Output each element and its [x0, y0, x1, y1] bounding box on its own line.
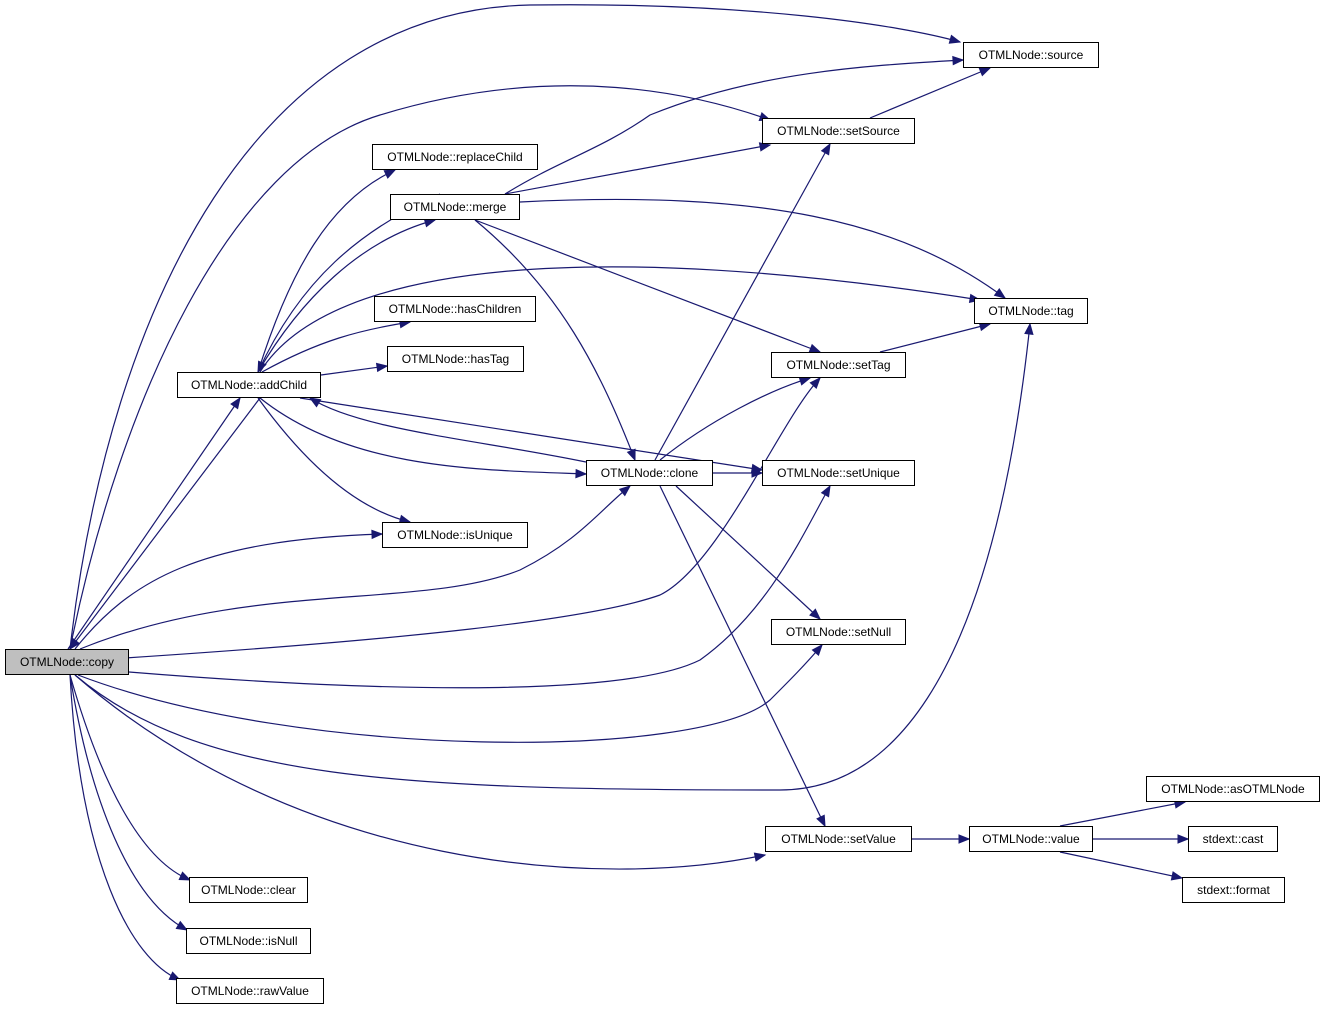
edge-copy-to-clone — [79, 485, 631, 650]
arrowhead-addChild-to-replaceChild — [383, 169, 397, 179]
arrowhead-merge-to-tag — [993, 287, 1007, 299]
arrowhead-setSource-to-source — [978, 67, 992, 77]
arrowhead-clone-to-setSource — [820, 142, 831, 156]
arrowhead-addChild-to-merge — [423, 218, 437, 228]
arrowhead-copy-to-source — [948, 34, 962, 44]
arrowhead-copy-to-setValue — [753, 852, 767, 862]
arrowhead-copy-to-setTag — [809, 376, 821, 389]
node-replaceChild[interactable]: OTMLNode::replaceChild — [372, 144, 538, 170]
edge-merge-to-setTag — [474, 219, 821, 353]
edge-value-to-format — [1059, 851, 1183, 879]
node-asOTMLNode[interactable]: OTMLNode::asOTMLNode — [1146, 776, 1320, 802]
edge-addChild-to-replaceChild — [257, 169, 396, 373]
edge-merge-to-setSource — [504, 144, 771, 195]
arrowhead-addChild-to-clone — [575, 468, 588, 479]
arrowhead-clone-to-setTag — [798, 376, 812, 386]
arrowhead-merge-to-clone — [626, 448, 636, 462]
node-setValue[interactable]: OTMLNode::setValue — [765, 826, 912, 852]
edge-copy-to-addChild — [67, 397, 241, 650]
node-hasTag[interactable]: OTMLNode::hasTag — [387, 346, 524, 372]
node-clone[interactable]: OTMLNode::clone — [586, 460, 713, 486]
edge-addChild-to-hasTag — [320, 365, 388, 376]
edge-clone-to-addChild — [309, 397, 587, 463]
edge-merge-to-source — [504, 59, 964, 195]
arrowhead-copy-to-clear — [178, 871, 192, 881]
edge-addChild-to-clone — [259, 397, 587, 475]
node-merge[interactable]: OTMLNode::merge — [390, 194, 520, 220]
node-isNull[interactable]: OTMLNode::isNull — [186, 928, 311, 954]
edge-merge-to-tag — [519, 198, 1006, 299]
edge-copy-to-isNull — [69, 674, 188, 931]
edge-copy-to-setSource — [69, 85, 771, 650]
edge-clone-to-setValue — [659, 485, 826, 827]
edge-setTag-to-tag — [879, 323, 991, 353]
node-setNull[interactable]: OTMLNode::setNull — [771, 619, 906, 645]
edge-copy-to-isUnique — [74, 533, 383, 650]
edge-copy-to-setValue — [74, 674, 766, 870]
arrowhead-copy-to-clone — [618, 485, 632, 497]
arrowhead-addChild-to-copy — [69, 637, 81, 651]
edge-merge-to-clone — [474, 219, 636, 461]
edge-addChild-to-tag — [259, 266, 981, 373]
arrowhead-merge-to-source — [952, 55, 965, 66]
arrowhead-value-to-format — [1170, 871, 1184, 881]
node-value[interactable]: OTMLNode::value — [969, 826, 1093, 852]
edge-addChild-to-merge — [257, 219, 436, 373]
edge-copy-to-setNull — [77, 644, 823, 743]
node-copy[interactable]: OTMLNode::copy — [5, 649, 129, 675]
arrowhead-setValue-to-value — [958, 834, 971, 844]
arrowhead-copy-to-isUnique — [371, 529, 384, 540]
node-setTag[interactable]: OTMLNode::setTag — [771, 352, 906, 378]
edge-copy-to-tag — [74, 323, 1031, 791]
node-isUnique[interactable]: OTMLNode::isUnique — [382, 522, 528, 548]
edge-copy-to-setTag — [124, 377, 821, 659]
arrowhead-merge-to-setSource — [758, 142, 772, 152]
arrowhead-merge-to-addChild — [257, 360, 267, 374]
node-cast[interactable]: stdext::cast — [1188, 826, 1278, 852]
edge-addChild-to-setUnique — [299, 397, 763, 471]
edge-setSource-to-source — [869, 67, 991, 119]
node-source[interactable]: OTMLNode::source — [963, 42, 1099, 68]
node-rawValue[interactable]: OTMLNode::rawValue — [176, 978, 324, 1004]
node-setUnique[interactable]: OTMLNode::setUnique — [762, 460, 915, 486]
arrowhead-copy-to-tag — [1024, 322, 1034, 335]
node-hasChildren[interactable]: OTMLNode::hasChildren — [374, 296, 536, 322]
node-format[interactable]: stdext::format — [1182, 877, 1285, 903]
arrowhead-clone-to-addChild — [308, 397, 322, 408]
edge-clone-to-setSource — [654, 143, 831, 461]
edge-clone-to-setTag — [659, 377, 811, 461]
arrowhead-clone-to-setValue — [816, 814, 826, 828]
edge-copy-to-source — [69, 4, 961, 650]
node-addChild[interactable]: OTMLNode::addChild — [177, 372, 321, 398]
arrowhead-clone-to-setNull — [809, 608, 821, 620]
node-tag[interactable]: OTMLNode::tag — [974, 298, 1088, 324]
arrowhead-addChild-to-hasTag — [375, 362, 389, 373]
edge-addChild-to-copy — [69, 397, 261, 650]
arrowhead-copy-to-setUnique — [820, 484, 831, 498]
edge-addChild-to-hasChildren — [261, 321, 411, 373]
edge-copy-to-setUnique — [128, 485, 831, 689]
edge-clone-to-setNull — [675, 485, 821, 620]
arrowhead-clone-to-setUnique — [751, 468, 764, 478]
arrowhead-copy-to-setNull — [811, 643, 823, 657]
edge-copy-to-clear — [69, 674, 191, 881]
arrowhead-copy-to-addChild — [230, 396, 241, 410]
node-clear[interactable]: OTMLNode::clear — [189, 877, 308, 903]
edge-value-to-asOTMLNode — [1059, 801, 1186, 827]
arrowhead-value-to-cast — [1177, 834, 1190, 844]
edge-copy-to-rawValue — [69, 674, 181, 981]
arrowhead-copy-to-isNull — [175, 920, 189, 931]
node-setSource[interactable]: OTMLNode::setSource — [762, 118, 915, 144]
edge-addChild-to-isUnique — [257, 397, 411, 523]
